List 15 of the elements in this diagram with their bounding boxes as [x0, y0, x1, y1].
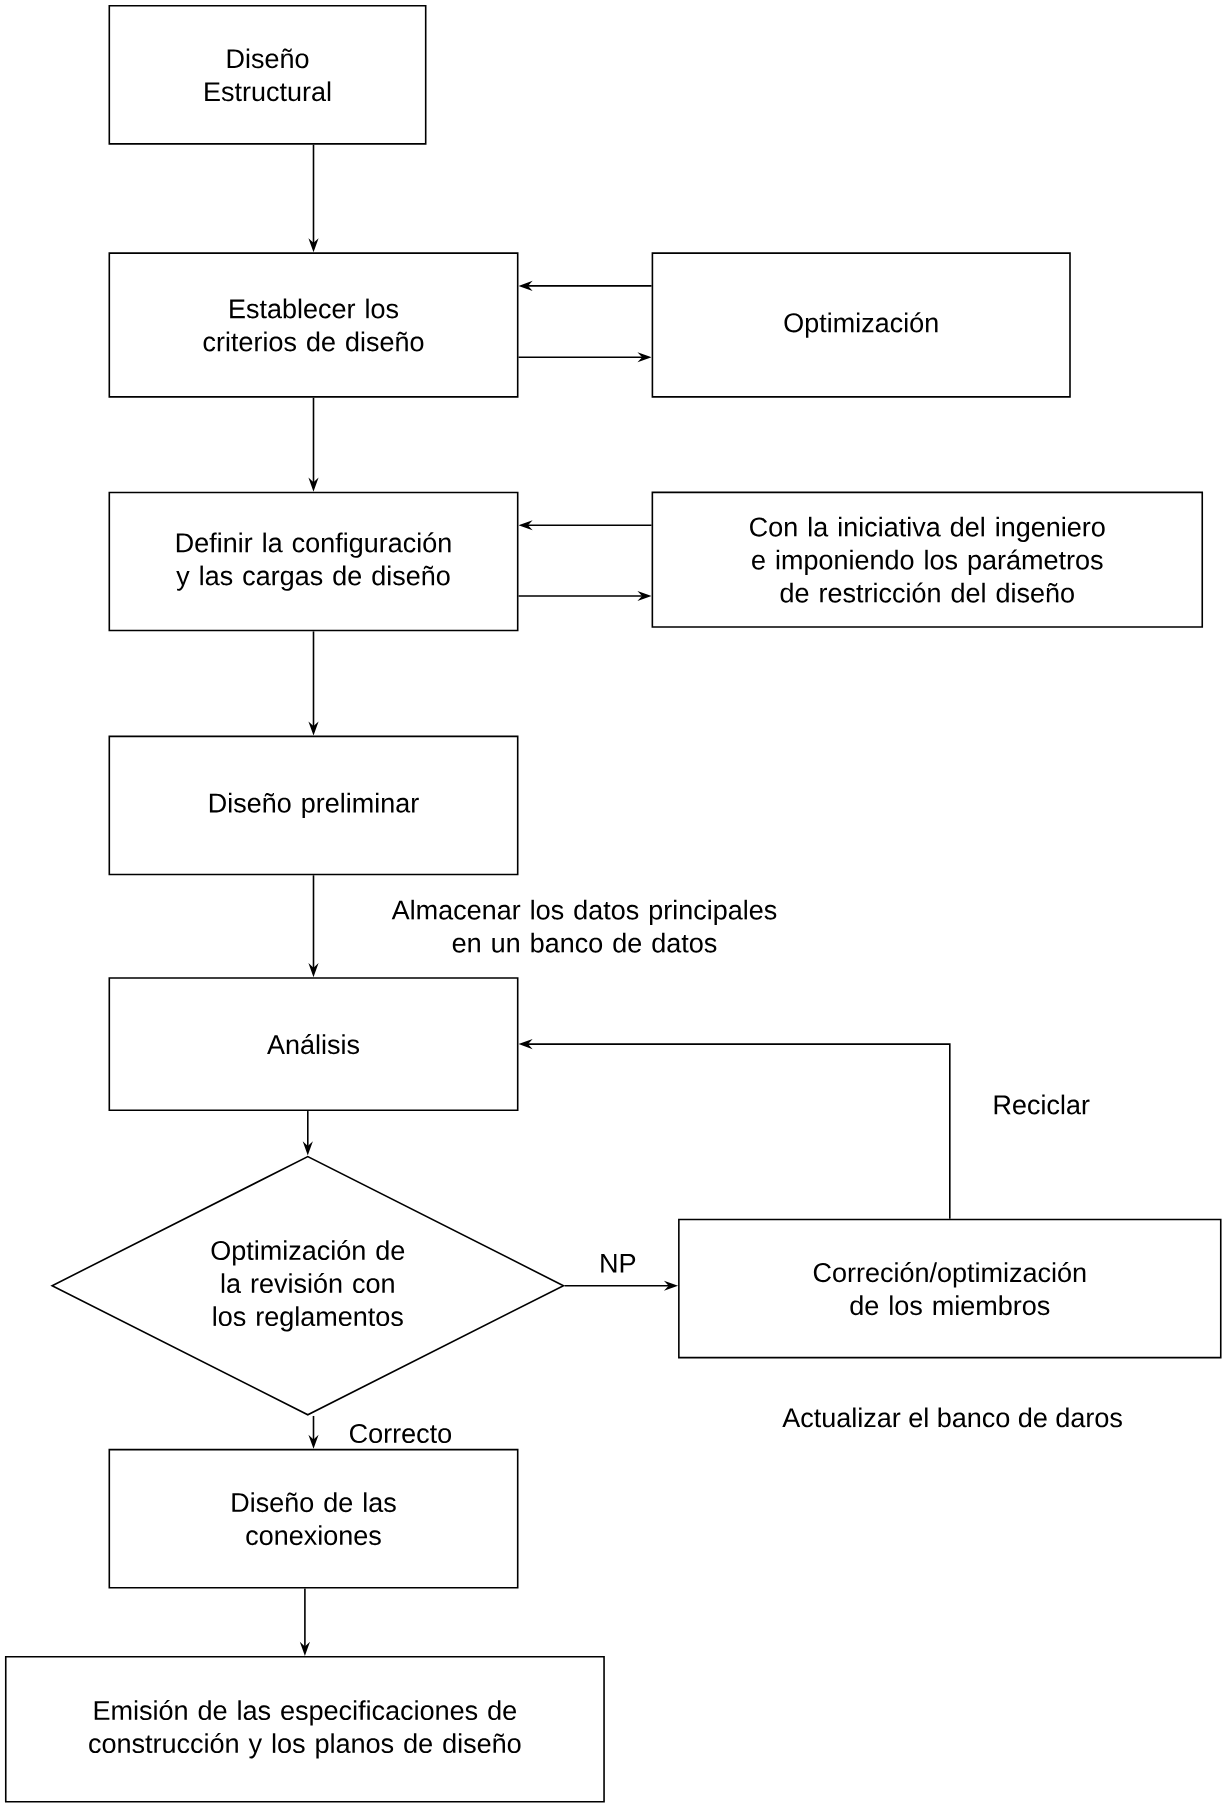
process-box: Definir la configuración y las cargas de diseño	[108, 491, 519, 632]
edge-label: Reciclar	[994, 1094, 1090, 1115]
edge-label: Almacenar los datos principales en un banco de datos	[391, 899, 777, 953]
process-box: Establecer los criterios de diseño	[108, 252, 519, 398]
process-box: Diseño Estructural	[108, 4, 427, 145]
note-text: Actualizar el banco de daros	[782, 1407, 1122, 1428]
process-box: Optimización	[651, 252, 1071, 398]
process-box: Diseño preliminar	[108, 735, 519, 876]
process-box: Emisión de las especificaciones de construcción y los planos de diseño	[4, 1655, 605, 1803]
process-box: Análisis	[108, 977, 519, 1112]
process-box: Con la iniciativa del ingeniero e imponiendo los parámetros de restricción del diseño	[651, 491, 1204, 628]
process-box: Correción/optimización de los miembros	[678, 1218, 1222, 1359]
edge-label: Correcto	[350, 1423, 451, 1444]
edge-label: NP	[601, 1254, 636, 1273]
process-box: Diseño de las conexiones	[108, 1448, 519, 1589]
